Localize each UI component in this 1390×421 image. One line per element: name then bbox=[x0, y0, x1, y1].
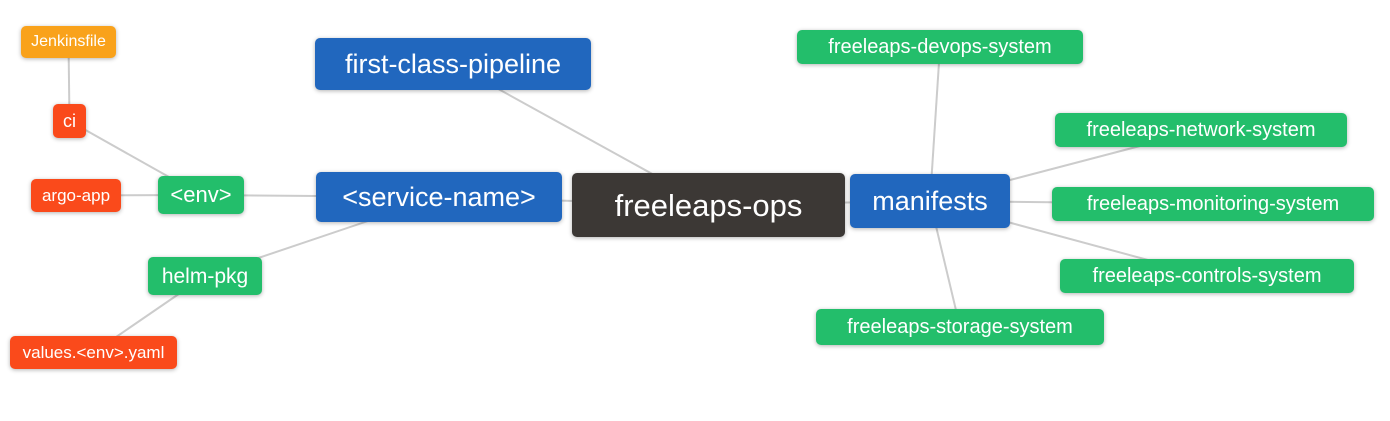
node-storage-system[interactable]: freeleaps-storage-system bbox=[816, 309, 1104, 345]
node-jenkinsfile[interactable]: Jenkinsfile bbox=[21, 26, 116, 58]
node-env[interactable]: <env> bbox=[158, 176, 244, 214]
node-argo-app[interactable]: argo-app bbox=[31, 179, 121, 212]
node-network-system[interactable]: freeleaps-network-system bbox=[1055, 113, 1347, 147]
node-freeleaps-ops[interactable]: freeleaps-ops bbox=[572, 173, 845, 237]
node-controls-system[interactable]: freeleaps-controls-system bbox=[1060, 259, 1354, 293]
node-devops-system[interactable]: freeleaps-devops-system bbox=[797, 30, 1083, 64]
node-manifests[interactable]: manifests bbox=[850, 174, 1010, 228]
node-first-class-pipeline[interactable]: first-class-pipeline bbox=[315, 38, 591, 90]
node-service-name[interactable]: <service-name> bbox=[316, 172, 562, 222]
node-values-env-yaml[interactable]: values.<env>.yaml bbox=[10, 336, 177, 369]
node-helm-pkg[interactable]: helm-pkg bbox=[148, 257, 262, 295]
node-monitoring-system[interactable]: freeleaps-monitoring-system bbox=[1052, 187, 1374, 221]
node-ci[interactable]: ci bbox=[53, 104, 86, 138]
